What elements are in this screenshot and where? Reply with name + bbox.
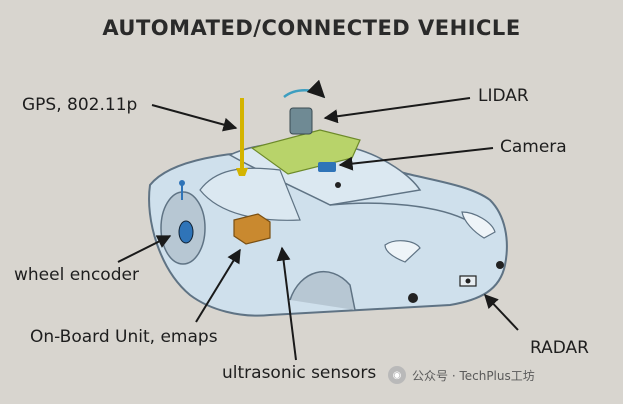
arrow-gps: [151, 104, 238, 132]
wechat-icon: ◉: [388, 366, 406, 384]
label-obu: On-Board Unit, emaps: [30, 327, 218, 347]
ultrasonic-sensor-2: [408, 293, 418, 303]
car-hood-line: [329, 202, 471, 223]
front-wheel: [289, 270, 356, 311]
arrow-radar: [484, 293, 519, 331]
arrow-obu: [195, 248, 241, 323]
car-headlight-left: [384, 240, 421, 263]
label-radar: RADAR: [530, 338, 589, 358]
label-lidar: LIDAR: [478, 86, 529, 106]
label-camera: Camera: [500, 137, 567, 157]
label-wheel-encoder: wheel encoder: [14, 265, 139, 285]
wheel-encoder-sensor: [178, 220, 194, 244]
arrow-wheel-encoder: [117, 235, 172, 263]
ultrasonic-sensor-1: [335, 182, 341, 188]
car-headlight-right: [461, 211, 496, 239]
arrow-lidar: [323, 97, 471, 124]
arrow-camera: [338, 147, 494, 171]
camera-sensor: [318, 162, 336, 172]
label-ultrasonic: ultrasonic sensors: [222, 363, 377, 383]
car-side-window: [199, 167, 301, 221]
lidar-rotation-icon: [283, 79, 326, 99]
watermark-text: 公众号 · TechPlus工坊: [412, 368, 535, 383]
arrow-ultrasonic: [276, 246, 297, 361]
label-gps: GPS, 802.11p: [22, 95, 138, 115]
watermark: ◉ 公众号 · TechPlus工坊: [388, 366, 535, 384]
page-title: AUTOMATED/CONNECTED VEHICLE: [102, 16, 521, 40]
lidar-sensor: [289, 107, 313, 135]
onboard-unit-box: [233, 213, 271, 245]
